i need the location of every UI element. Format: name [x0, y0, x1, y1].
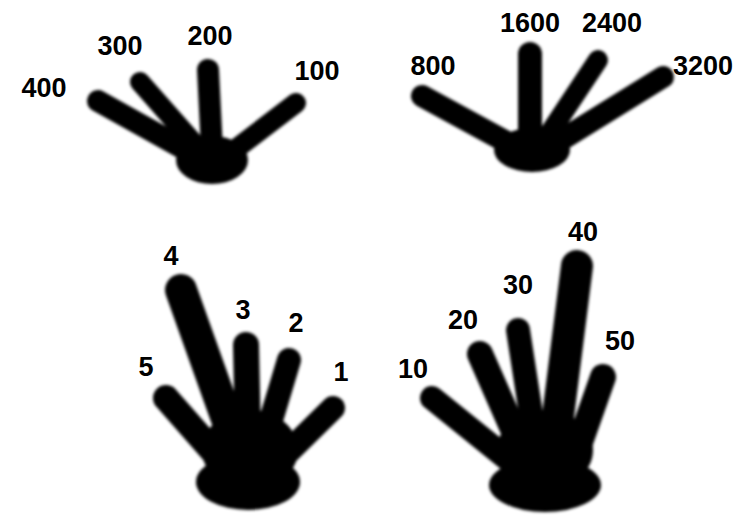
- digit-number: 30: [503, 272, 533, 299]
- hand-bottom-left: [166, 290, 333, 510]
- digit-number: 40: [568, 219, 598, 246]
- digit-number: 2400: [582, 10, 642, 37]
- hand-bottom-right: [432, 266, 603, 512]
- hand-top-right: [422, 54, 663, 172]
- digit-number: 10: [398, 356, 428, 383]
- digit-number: 50: [605, 328, 635, 355]
- digit-number: 5: [138, 354, 153, 381]
- digit-number: 20: [448, 307, 478, 334]
- digit-number: 4: [163, 243, 178, 270]
- digit-number: 1600: [500, 10, 560, 37]
- digit-number: 3: [235, 297, 250, 324]
- digit-number: 3200: [673, 53, 733, 80]
- digit-number: 200: [187, 23, 232, 50]
- digit-number: 400: [21, 75, 66, 102]
- digit-number: 300: [97, 33, 142, 60]
- hand-top-left: [98, 70, 296, 184]
- digit-number: 2: [288, 310, 303, 337]
- digit-number: 100: [294, 58, 339, 85]
- digit-number: 800: [410, 53, 455, 80]
- digit-number: 1: [333, 359, 348, 386]
